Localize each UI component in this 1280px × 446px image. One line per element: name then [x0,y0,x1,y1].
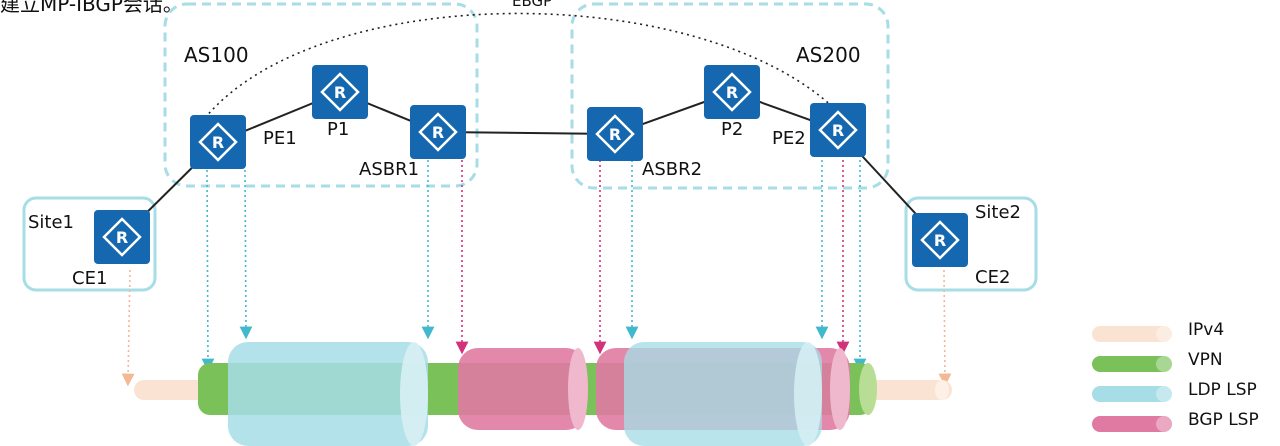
asbr2-label: ASBR2 [642,159,702,180]
pe1-label: PE1 [263,128,297,149]
svg-text:R: R [116,228,128,247]
router-icon-pe1: R [190,115,246,169]
p1-label: P1 [327,119,349,140]
legend-label: VPN [1188,350,1223,370]
as100-label: AS100 [184,43,249,67]
router-icon-p1: R [312,65,368,119]
legend-item-bgp: BGP LSP [1090,408,1280,438]
legend-label: LDP LSP [1188,380,1257,400]
legend-item-ipv4: IPv4 [1090,318,1280,348]
legend-item-vpn: VPN [1090,348,1280,378]
legend-swatch-bgp [1092,416,1172,432]
site2-label: Site2 [975,202,1021,223]
router-icon-ce2: R [912,213,968,267]
svg-text:R: R [726,83,738,102]
vertical-arrows [121,160,952,387]
legend: IPv4 VPN LDP LSP BGP LSP [1090,318,1280,438]
site1-label: Site1 [28,212,74,233]
p2-label: P2 [721,119,743,140]
legend-label: BGP LSP [1188,410,1259,430]
svg-text:R: R [832,121,844,140]
site2-boundary [904,196,1038,292]
asbr1-label: ASBR1 [359,159,419,180]
router-icon-p2: R [704,65,760,119]
legend-swatch-ldp [1092,386,1172,402]
svg-text:R: R [934,231,946,250]
router-icon-asbr1: R [410,105,466,159]
as200-boundary [570,2,890,190]
legend-label: IPv4 [1188,320,1225,340]
routers: R R R R R R R R [94,65,968,267]
legend-item-ldp: LDP LSP [1090,378,1280,408]
as100-boundary [163,2,479,188]
ce1-label: CE1 [72,268,107,289]
svg-text:R: R [334,83,346,102]
router-icon-pe2: R [810,103,866,157]
legend-swatch-ipv4 [1092,326,1172,342]
router-icon-ce1: R [94,210,150,264]
site1-boundary [22,196,157,292]
legend-swatch-vpn [1092,356,1172,372]
as200-label: AS200 [796,43,861,67]
svg-text:R: R [212,133,224,152]
bgp-lsp-left [458,348,588,430]
ldp-lsp-as100 [228,342,428,446]
router-icon-asbr2: R [587,107,643,161]
svg-text:R: R [432,123,444,142]
ce2-label: CE2 [975,267,1010,288]
svg-text:R: R [609,125,621,144]
ldp-lsp-as200 [624,342,822,446]
ebgp-label: EBGP [512,0,552,10]
pe2-label: PE2 [772,128,806,149]
caption-text: 建立MP-IBGP会话。 [0,0,183,16]
